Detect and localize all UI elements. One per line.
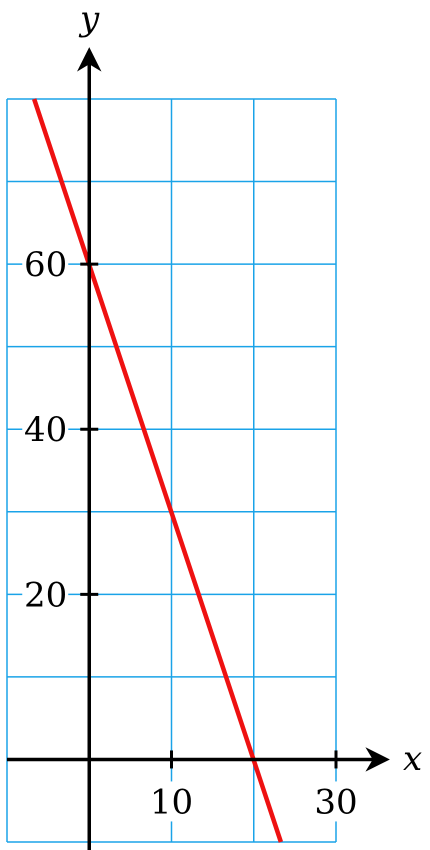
y-tick-label: 40	[24, 410, 67, 450]
y-tick-label-bg	[22, 574, 69, 615]
ticks: 10 30 20 40 60	[22, 244, 358, 822]
x-tick-label: 10	[150, 782, 193, 822]
y-tick-label-bg	[22, 244, 69, 285]
y-axis-label: y	[78, 0, 100, 39]
x-axis-label: x	[403, 739, 422, 779]
x-tick-label: 30	[314, 782, 357, 822]
y-tick-label-bg	[22, 409, 69, 450]
x-tick-label-bg	[149, 781, 194, 822]
axes	[7, 47, 390, 850]
x-tick-label-bg	[314, 781, 358, 822]
y-tick-label: 20	[24, 575, 67, 615]
series-layer	[32, 98, 284, 843]
series-line	[32, 98, 284, 843]
y-tick-label: 60	[24, 245, 67, 285]
grid	[6, 98, 337, 843]
